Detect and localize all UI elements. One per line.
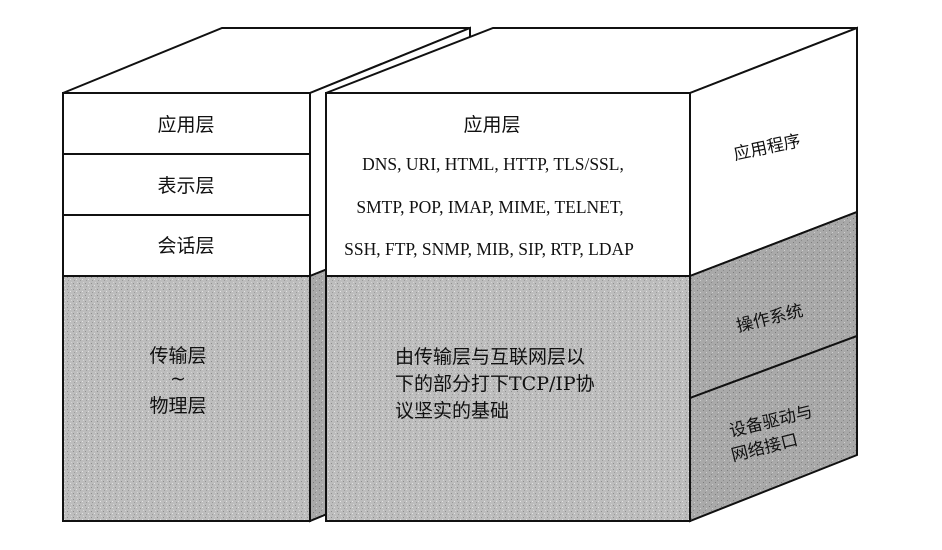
protocol-line-3: SSH, FTP, SNMP, MIB, SIP, RTP, LDAP — [344, 239, 634, 259]
left-layer-presentation-label: 表示层 — [157, 175, 214, 197]
left-lower-bottom-label: 物理层 — [149, 395, 206, 417]
left-lower-connector: ~ — [170, 368, 186, 390]
middle-lower-line-1: 由传输层与互联网层以 — [395, 346, 585, 368]
left-layer-application-label: 应用层 — [157, 114, 214, 136]
middle-application-box — [325, 92, 691, 277]
middle-lower-line-2: 下的部分打下TCP/IP协 — [395, 373, 595, 395]
left-lower-top-label: 传输层 — [149, 345, 206, 367]
right-block: 应用层 DNS, URI, HTML, HTTP, TLS/SSL, SMTP,… — [325, 26, 858, 523]
protocol-line-1: DNS, URI, HTML, HTTP, TLS/SSL, — [362, 154, 624, 174]
middle-lower-box — [325, 275, 691, 522]
middle-lower-line-3: 议坚实的基础 — [395, 400, 509, 422]
left-layer-lower-box — [62, 275, 311, 522]
left-layer-application-box — [62, 92, 311, 155]
protocol-line-2: SMTP, POP, IMAP, MIME, TELNET, — [356, 197, 623, 217]
left-layer-session-label: 会话层 — [157, 235, 214, 257]
middle-application-title: 应用层 — [463, 114, 520, 136]
left-layer-presentation-box — [62, 153, 311, 216]
